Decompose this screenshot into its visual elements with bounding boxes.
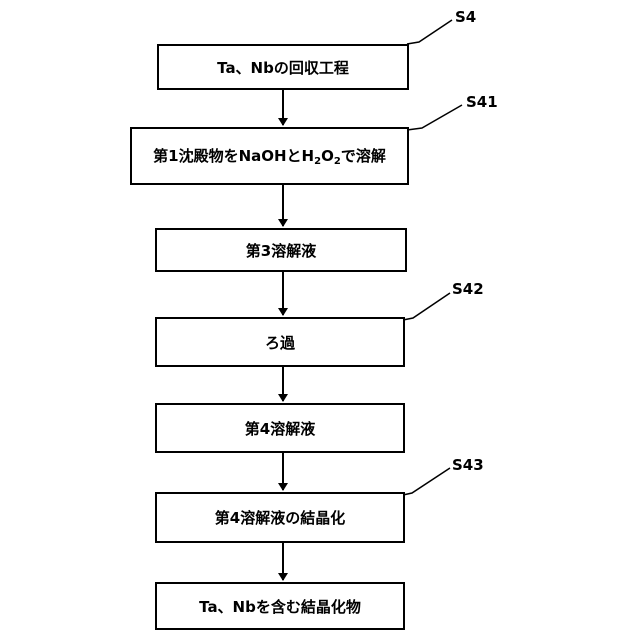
step-label-crystallized-product: Ta、Nbを含む結晶化物 (199, 596, 361, 617)
step-code-s43: S43 (452, 456, 484, 474)
step-label-third-solution: 第3溶解液 (246, 240, 316, 261)
step-box-recovery: Ta、Nbの回収工程 (157, 44, 409, 90)
step-code-s42: S42 (452, 280, 484, 298)
step-label-dissolve: 第1沈殿物をNaOHとH2O2で溶解 (153, 145, 386, 167)
step-box-fourth-solution: 第4溶解液 (155, 403, 405, 453)
step-box-dissolve: 第1沈殿物をNaOHとH2O2で溶解 (130, 127, 409, 185)
step-label-recovery: Ta、Nbの回収工程 (217, 57, 349, 78)
step-label-filtration: ろ過 (265, 332, 295, 353)
step-box-third-solution: 第3溶解液 (155, 228, 407, 272)
leader-line-s42 (403, 293, 450, 320)
leader-line-s4 (407, 20, 452, 44)
leader-line-s43 (403, 468, 450, 495)
step-box-crystallized-product: Ta、Nbを含む結晶化物 (155, 582, 405, 630)
step-code-s4: S4 (455, 8, 476, 26)
step-label-fourth-solution: 第4溶解液 (245, 418, 315, 439)
step-box-crystallization: 第4溶解液の結晶化 (155, 492, 405, 543)
step-box-filtration: ろ過 (155, 317, 405, 367)
step-label-crystallization: 第4溶解液の結晶化 (215, 507, 345, 528)
leader-line-s41 (407, 105, 462, 130)
step-code-s41: S41 (466, 93, 498, 111)
